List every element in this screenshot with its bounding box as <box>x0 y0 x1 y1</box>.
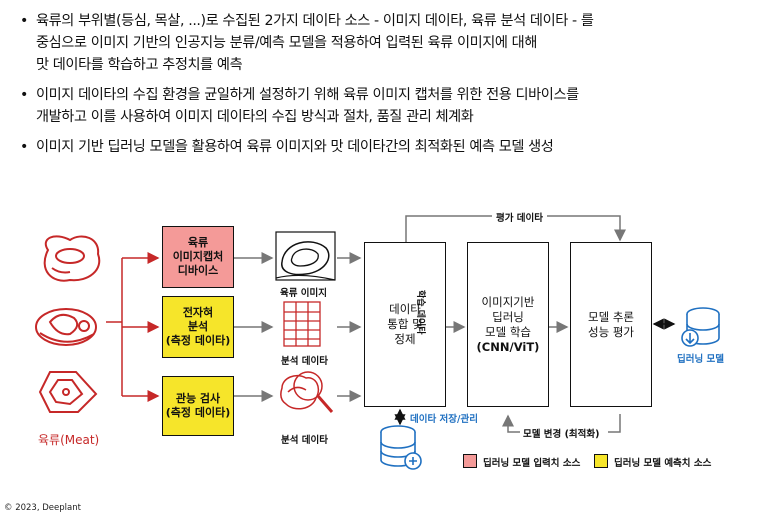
bullet-list: 육류의 부위별(등심, 목살, ...)로 수집된 2가지 데이타 소스 - 이… <box>18 10 758 166</box>
analysis-data-label: 분석 데이타 <box>281 356 329 367</box>
box-line: 정제 <box>394 332 416 346</box>
dl-model-label: 딥러닝 모델 <box>677 354 725 365</box>
eval-data-label: 평가 데이타 <box>492 210 548 224</box>
box-line: 모델 학습 <box>485 324 531 339</box>
box-line: 육류 <box>187 236 209 249</box>
box-line: (측정 데이타) <box>165 334 231 347</box>
spreadsheet-icon <box>283 301 321 347</box>
magnifier-meat-icon <box>280 371 334 413</box>
box-line: 모델 추론 <box>588 309 634 324</box>
box-line: 관능 검사 <box>175 392 221 405</box>
legend-swatch-input <box>463 454 477 468</box>
inference-evaluation-box: 모델 추론 성능 평가 <box>570 242 652 407</box>
legend-swatch-prediction <box>594 454 608 468</box>
box-line: 이미지캡처 <box>172 250 224 263</box>
legend-label-prediction: 딥러닝 모델 예측치 소스 <box>614 458 712 469</box>
meat-image-label: 육류 이미지 <box>280 288 328 299</box>
box-line: 이미지기반 <box>481 294 535 309</box>
storage-database-icon <box>380 425 422 470</box>
bullet-line: 개발하고 이를 사용하여 이미지 데이타의 수집 방식과 절차, 품질 관리 체… <box>36 109 474 125</box>
model-database-icon <box>681 307 720 347</box>
box-line: 딥러닝 <box>492 309 524 324</box>
bullet-line: 중심으로 이미지 기반의 인공지능 분류/예측 모델을 적용하여 입력된 육류 … <box>36 35 537 51</box>
meat-label: 육류(Meat) <box>38 433 100 447</box>
legend-label-input: 딥러닝 모델 입력치 소스 <box>483 458 581 469</box>
steak-icon <box>43 235 101 282</box>
bullet-line: 맛 데이타를 학습하고 추정치를 예측 <box>36 57 243 73</box>
electronic-tongue-box: 전자혀 분석 (측정 데이타) <box>162 296 234 358</box>
sensory-test-box: 관능 검사 (측정 데이타) <box>162 376 234 436</box>
box-line: 전자혀 <box>182 306 214 319</box>
training-data-label: 학습 데이타 <box>415 290 425 335</box>
bullet-item: 이미지 데이타의 수집 환경을 균일하게 설정하기 위해 육류 이미지 캡처를 … <box>18 84 758 128</box>
bullet-line: 육류의 부위별(등심, 목살, ...)로 수집된 2가지 데이타 소스 - 이… <box>36 13 594 29</box>
bullet-line: 이미지 데이타의 수집 환경을 균일하게 설정하기 위해 육류 이미지 캡처를 … <box>36 87 579 103</box>
meat-image-icon <box>275 231 336 281</box>
meat-connectors <box>106 252 160 402</box>
model-change-arrow <box>502 414 621 433</box>
image-capture-device-box: 육류 이미지캡처 디바이스 <box>162 226 234 288</box>
storage-label: 데이타 저장/관리 <box>410 414 478 425</box>
bullet-item: 이미지 기반 딥러닝 모델을 활용하여 육류 이미지와 맛 데이타간의 최적화된… <box>18 136 758 158</box>
bullet-item: 육류의 부위별(등심, 목살, ...)로 수집된 2가지 데이타 소스 - 이… <box>18 10 758 76</box>
box-line: (CNN/ViT) <box>476 339 540 354</box>
analysis-data-label: 분석 데이타 <box>281 435 329 446</box>
t-bone-steak-icon <box>35 308 97 346</box>
box-line: 성능 평가 <box>588 324 634 339</box>
box-line: 데이타 <box>389 302 421 316</box>
box-line: 디바이스 <box>177 264 219 277</box>
box-line: 분석 <box>187 320 209 333</box>
box-line: 통합 및 <box>387 317 423 331</box>
copyright-text: © 2023, Deeplant <box>4 503 81 513</box>
box-line: (측정 데이타) <box>165 406 231 419</box>
model-training-box: 이미지기반 딥러닝 모델 학습 (CNN/ViT) <box>467 242 549 407</box>
data-integration-box: 데이타 통합 및 정제 <box>364 242 446 407</box>
model-change-label: 모델 변경 (최적화) <box>523 429 600 440</box>
bullet-line: 이미지 기반 딥러닝 모델을 활용하여 육류 이미지와 맛 데이타간의 최적화된… <box>36 139 554 155</box>
meat-cut-icon <box>38 371 98 413</box>
